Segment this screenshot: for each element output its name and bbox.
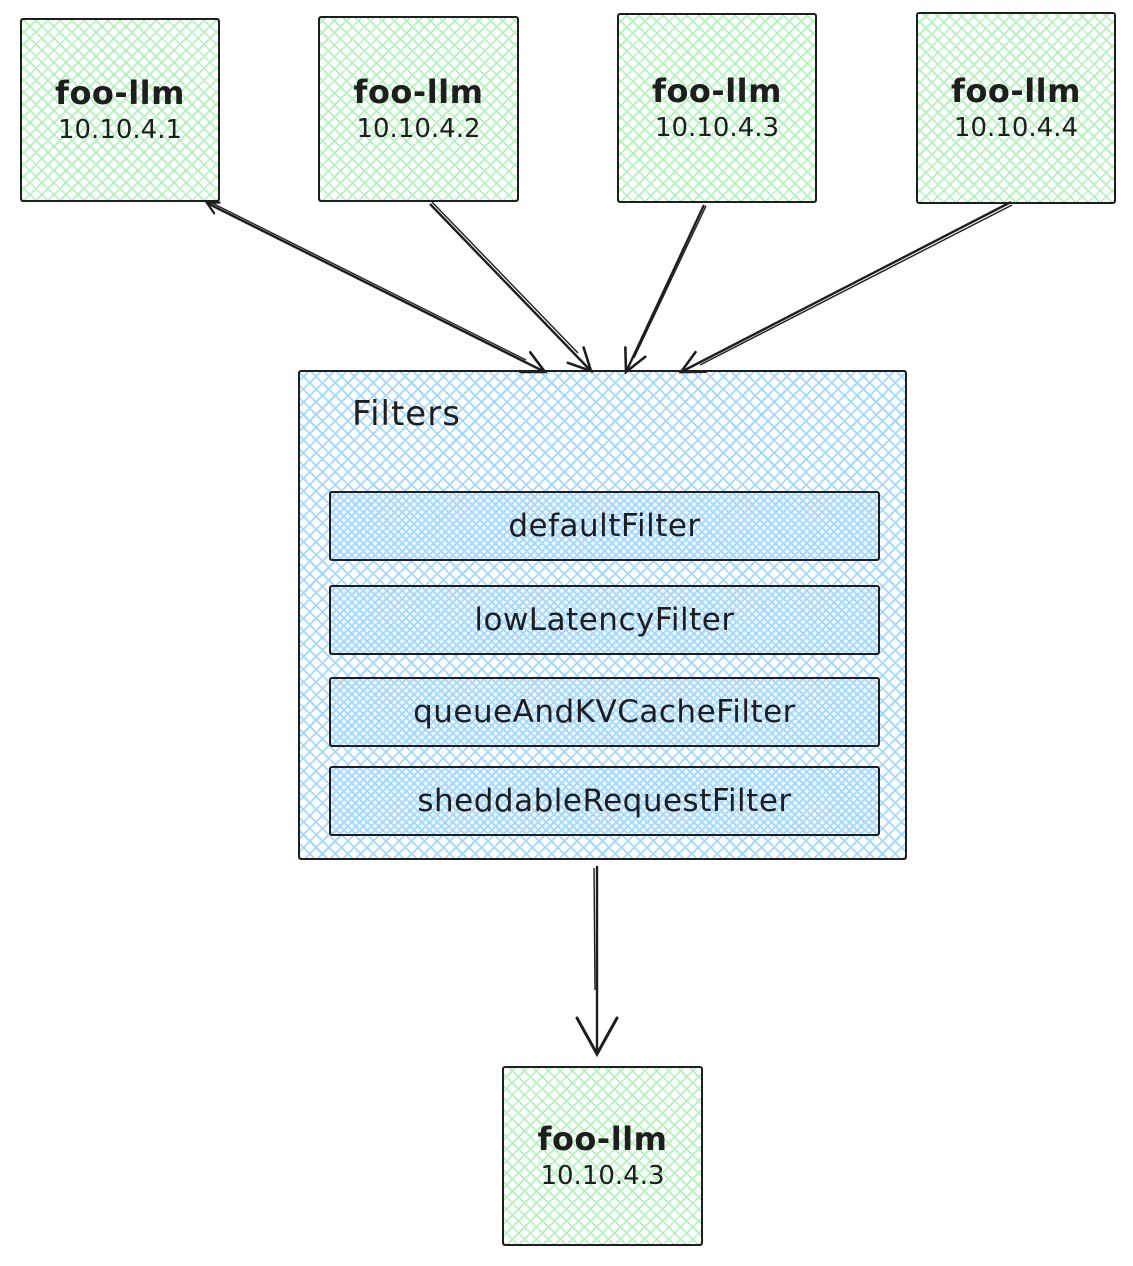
arrow-node3-to-filters [624, 204, 707, 375]
filter-low-latency: lowLatencyFilter [329, 585, 880, 655]
node-label: foo-llm [537, 1120, 668, 1158]
arrow-filters-to-result [575, 866, 619, 1058]
node-ip: 10.10.4.4 [953, 113, 1079, 143]
filter-label: queueAndKVCacheFilter [413, 694, 796, 730]
node-label: foo-llm [353, 73, 484, 111]
filters-container: Filters defaultFilter lowLatencyFilter q… [298, 370, 907, 860]
node-foo-llm-selected: foo-llm 10.10.4.3 [502, 1066, 703, 1246]
node-ip: 10.10.4.3 [654, 113, 780, 143]
filter-label: defaultFilter [508, 508, 701, 544]
node-ip: 10.10.4.3 [540, 1161, 665, 1191]
filter-label: lowLatencyFilter [474, 602, 735, 638]
arrow-node1-to-filters [204, 200, 548, 374]
filter-sheddable-request: sheddableRequestFilter [329, 766, 880, 836]
node-ip: 10.10.4.1 [57, 115, 183, 145]
arrow-node2-to-filters [429, 201, 594, 374]
filter-default: defaultFilter [329, 491, 880, 561]
node-label: foo-llm [652, 72, 782, 110]
node-foo-llm-4: foo-llm 10.10.4.4 [916, 12, 1116, 204]
filter-queue-kvcache: queueAndKVCacheFilter [329, 677, 880, 747]
filters-title: Filters [352, 394, 461, 434]
filter-label: sheddableRequestFilter [417, 783, 792, 819]
node-label: foo-llm [55, 74, 185, 112]
node-foo-llm-2: foo-llm 10.10.4.2 [318, 16, 519, 202]
node-foo-llm-3: foo-llm 10.10.4.3 [617, 13, 817, 203]
node-ip: 10.10.4.2 [356, 114, 481, 144]
node-label: foo-llm [951, 72, 1081, 110]
node-foo-llm-1: foo-llm 10.10.4.1 [20, 18, 220, 202]
arrow-node4-to-filters [678, 200, 1013, 374]
